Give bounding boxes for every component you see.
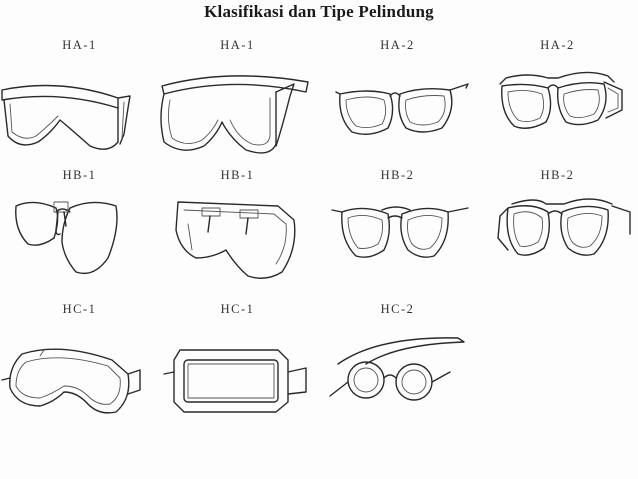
overspectacle-goggles-icon (160, 75, 309, 154)
item-ha1-a: HA-1 (0, 38, 159, 178)
aviator-side-shield-icon (497, 198, 631, 256)
item-label: HC-1 (220, 302, 255, 316)
item-label: HB-1 (220, 168, 255, 182)
item-label: HA-1 (220, 38, 255, 52)
item-hb1-b: HB-1 (158, 168, 317, 308)
page-title: Klasifikasi dan Tipe Pelindung (204, 2, 434, 21)
item-hb2-b: HB-2 (478, 168, 637, 308)
safety-spectacles-wide-icon (1, 84, 131, 150)
item-label: HC-2 (380, 302, 415, 316)
item-ha2-b: HA-2 (478, 38, 637, 178)
item-hb2-a: HB-2 (318, 168, 477, 308)
chemical-goggles-icon (1, 348, 141, 414)
item-hb1-a: HB-1 (0, 168, 159, 308)
item-hc2: HC-2 (318, 302, 477, 442)
item-label: HA-1 (62, 38, 97, 52)
item-label: HC-1 (62, 302, 97, 316)
item-label: HB-2 (540, 168, 575, 182)
eyeglasses-icon (335, 83, 469, 135)
item-label: HB-2 (380, 168, 415, 182)
item-ha2-a: HA-2 (318, 38, 477, 178)
item-label: HA-2 (540, 38, 575, 52)
aviator-glasses-icon (331, 206, 469, 258)
item-hc1-a: HC-1 (0, 302, 159, 442)
round-cup-goggles-icon (329, 337, 465, 401)
clip-on-lens-icon (15, 201, 118, 275)
item-hc1-b: HC-1 (158, 302, 317, 442)
item-label: HB-1 (62, 168, 97, 182)
item-label: HA-2 (380, 38, 415, 52)
side-shield-glasses-icon (499, 71, 623, 129)
item-ha1-b: HA-1 (158, 38, 317, 178)
clip-on-visor-icon (175, 201, 296, 279)
welding-goggles-icon (163, 349, 307, 413)
